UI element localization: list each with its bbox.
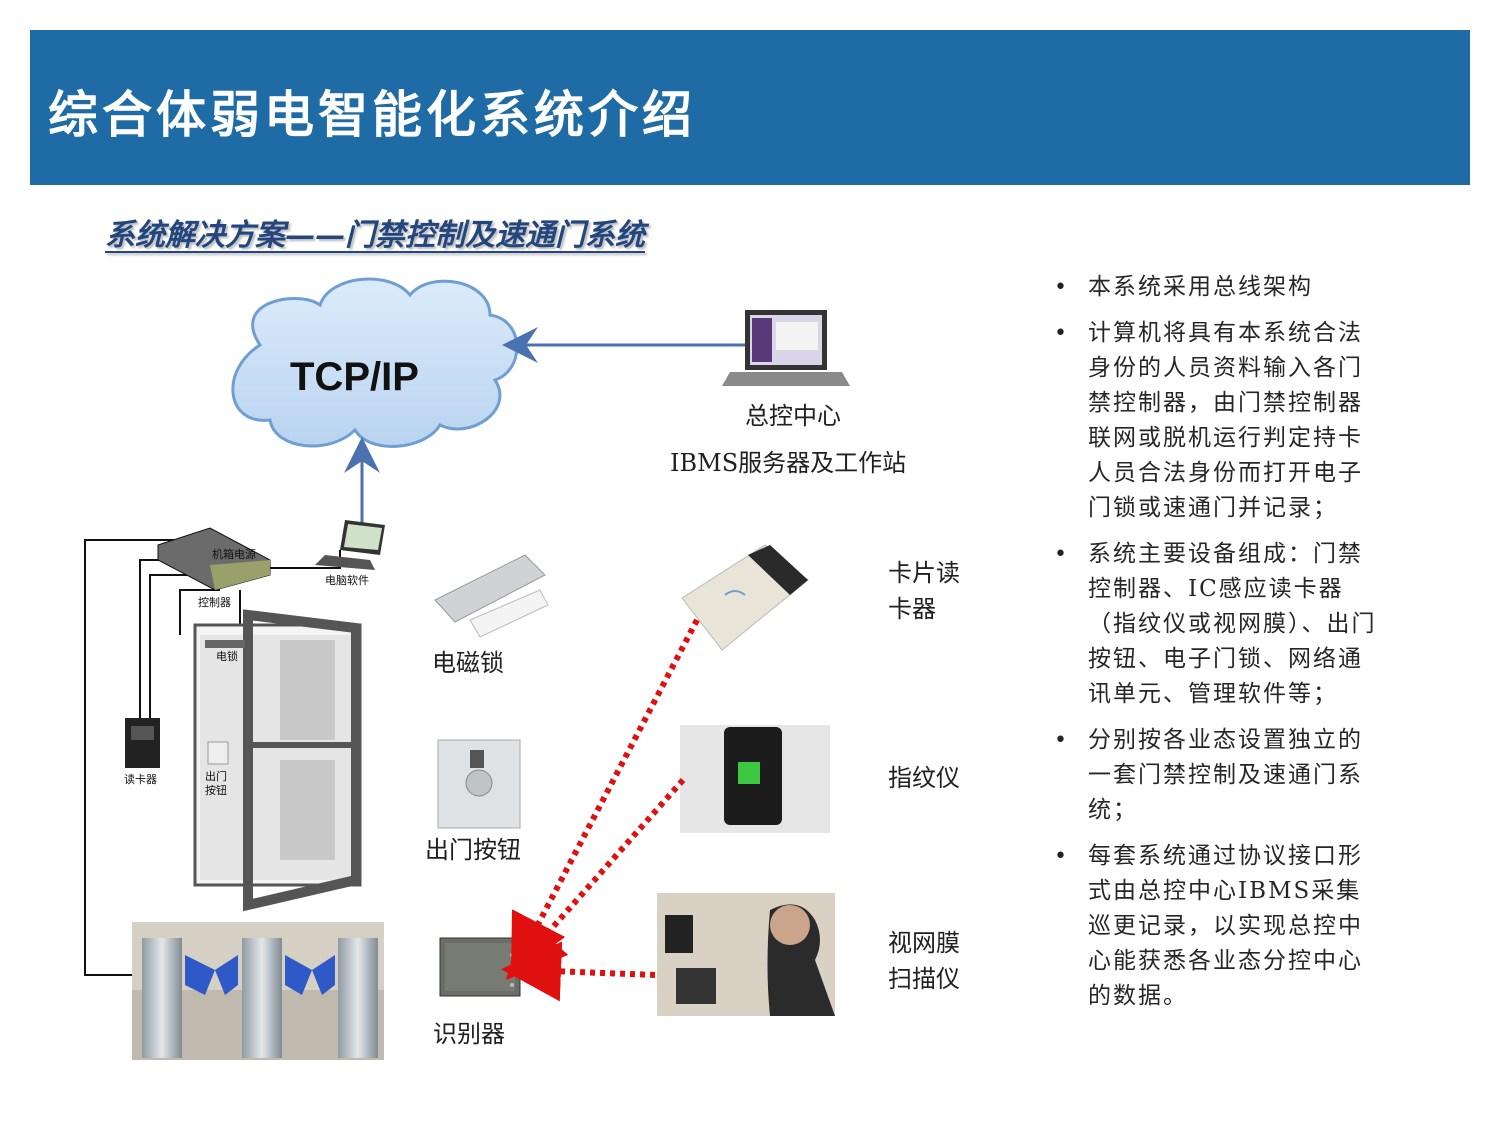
- page-title: 综合体弱电智能化系统介绍: [48, 85, 696, 144]
- bullet-item: 本系统采用总线架构: [1052, 270, 1382, 305]
- card-reader-label-1: 卡片读: [888, 559, 960, 587]
- retina-scanner-photo: [657, 893, 835, 1016]
- wall-card-reader-icon: [125, 718, 160, 768]
- electric-lock-label: 电锁: [216, 650, 238, 663]
- turnstile-photo: [132, 922, 384, 1060]
- exit-button-label: 出门按钮: [425, 836, 521, 864]
- bullet-item: 分别按各业态设置独立的一套门禁控制及速通门系统；: [1052, 723, 1382, 828]
- bullet-item: 每套系统通过协议接口形式由总控中心IBMS采集巡更记录，以实现总控中心能获悉各业…: [1052, 839, 1382, 1014]
- feature-bullet-list: 本系统采用总线架构 计算机将具有本系统合法身份的人员资料输入各门禁控制器，由门禁…: [1052, 270, 1382, 1025]
- psu-label: 机箱电源: [212, 548, 256, 561]
- card-reader-device-icon: [681, 544, 809, 651]
- section-subtitle: 系统解决方案——门禁控制及速通门系统: [105, 218, 645, 253]
- tcpip-cloud: [231, 277, 519, 448]
- recognizer-device-icon: [439, 937, 521, 997]
- wall-exit-label-2: 按钮: [205, 784, 227, 797]
- wall-exit-button-icon: [207, 741, 229, 765]
- bullet-item: 计算机将具有本系统合法身份的人员资料输入各门禁控制器，由门禁控制器联网或脱机运行…: [1052, 316, 1382, 526]
- wall-exit-label-1: 出门: [205, 770, 227, 783]
- tcpip-label: TCP/IP: [290, 355, 419, 399]
- recognizer-label: 识别器: [433, 1020, 505, 1048]
- control-center-label: 总控中心: [745, 402, 841, 430]
- mag-lock-label: 电磁锁: [432, 649, 504, 677]
- pc-software-laptop-icon: [315, 520, 385, 570]
- pc-software-label: 电脑软件: [325, 574, 369, 587]
- bullet-item: 系统主要设备组成：门禁控制器、IC感应读卡器（指纹仪或视网膜）、出门按钮、电子门…: [1052, 537, 1382, 712]
- fingerprint-scanner-icon: [680, 725, 830, 833]
- workstation-laptop-icon: [722, 310, 850, 386]
- controller-label: 控制器: [198, 596, 231, 609]
- exit-button-icon: [437, 739, 521, 829]
- ibms-label: IBMS服务器及工作站: [670, 449, 907, 477]
- retina-label-2: 扫描仪: [888, 965, 960, 993]
- retina-label-1: 视网膜: [888, 929, 960, 957]
- magnetic-lock-icon: [434, 554, 549, 638]
- header-bar: 综合体弱电智能化系统介绍: [30, 30, 1470, 185]
- card-reader-label-2: 卡器: [888, 595, 936, 623]
- power-supply-box-icon: [157, 527, 271, 591]
- fingerprint-label: 指纹仪: [888, 764, 960, 792]
- wall-reader-label: 读卡器: [124, 773, 157, 786]
- signal-arrows: [501, 618, 700, 1002]
